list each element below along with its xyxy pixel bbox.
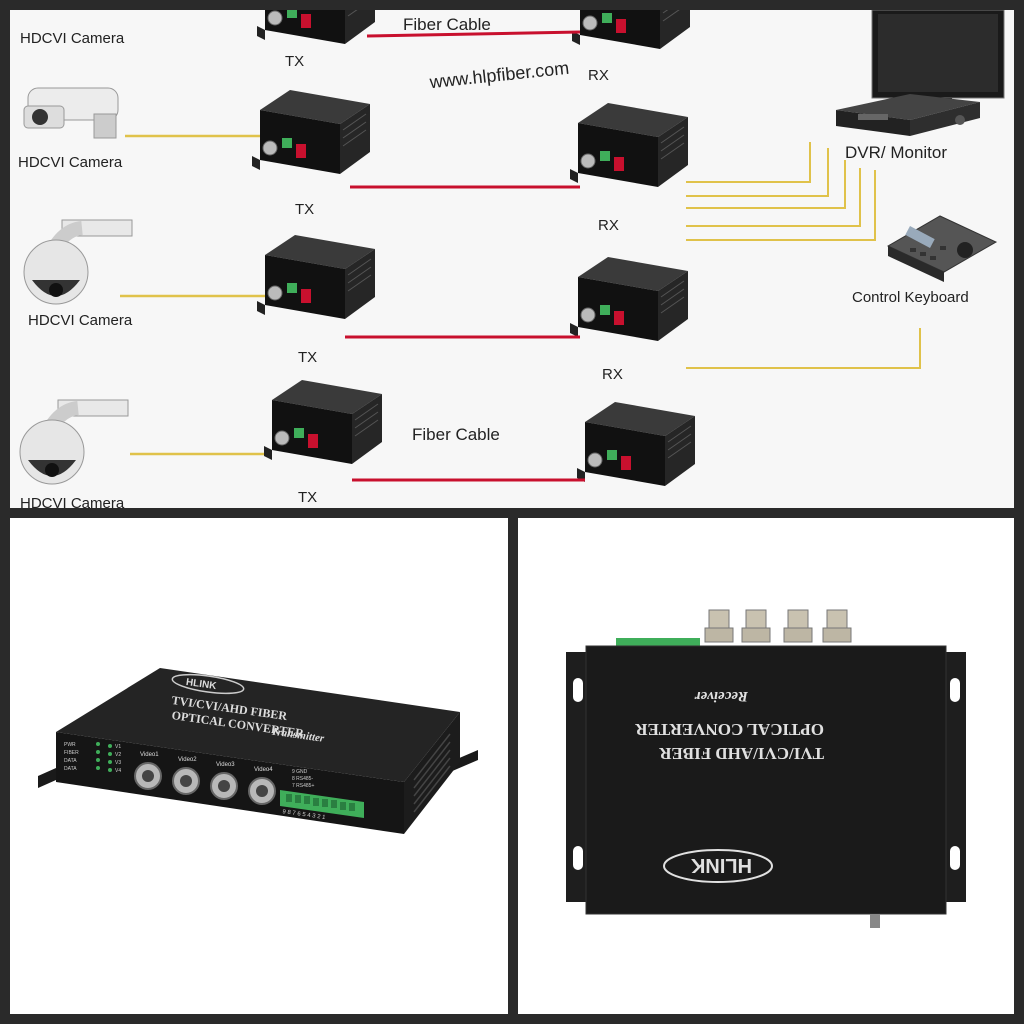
tx-device: [256, 10, 376, 45]
svg-text:Video4: Video4: [254, 767, 273, 773]
svg-text:Video3: Video3: [216, 762, 235, 768]
title-line-2: OPTICAL CONVERTER: [634, 720, 824, 739]
hlink-logo: HLINK: [663, 849, 773, 883]
status-leds: [96, 742, 112, 772]
svg-text:Video2: Video2: [178, 757, 197, 763]
bnc-connector-video2: [172, 767, 200, 795]
row-2: HDCVI Camera TX RX: [18, 87, 689, 234]
tx-label: TX: [295, 201, 314, 218]
control-keyboard-label: Control Keyboard: [852, 289, 969, 306]
rx-device: [569, 102, 689, 188]
tx-device: [263, 379, 383, 465]
svg-text:PWR: PWR: [64, 742, 76, 748]
dome-camera-icon: [20, 400, 128, 484]
control-keyboard-icon: [886, 215, 998, 282]
box-camera-icon: [23, 87, 119, 139]
transmitter-device: HLINK TVI/CVI/AHD FIBER OPTICAL CONVERTE…: [38, 668, 478, 834]
rx-device: [569, 256, 689, 342]
tx-device: [256, 234, 376, 320]
dvr-monitor-label: DVR/ Monitor: [845, 143, 947, 162]
svg-text:Video1: Video1: [140, 752, 159, 758]
transmitter-photo-panel: HLINK TVI/CVI/AHD FIBER OPTICAL CONVERTE…: [10, 518, 508, 1014]
receiver-device: Receiver TVI/CVI/AHD FIBER OPTICAL CONVE…: [566, 609, 966, 928]
svg-text:DATA: DATA: [64, 758, 77, 764]
device-top-face: [56, 668, 460, 782]
camera-label: HDCVI Camera: [20, 30, 125, 47]
system-diagram-panel: www.hlpfiber.com HDCVI Camera Fiber Cabl…: [10, 10, 1014, 508]
rx-label: RX: [588, 67, 609, 84]
camera-label: HDCVI Camera: [28, 312, 133, 329]
terminal-labels: 9 GND 8 RS485- 7 RS485+: [292, 769, 314, 789]
camera-label: HDCVI Camera: [20, 495, 125, 508]
rx-to-dvr-lines: [686, 142, 921, 369]
svg-text:V1: V1: [115, 744, 121, 750]
svg-text:V2: V2: [115, 752, 121, 758]
bnc-connector-video4: [248, 777, 276, 805]
device-top-face: [585, 645, 947, 915]
fiber-cable-label: Fiber Cable: [412, 425, 500, 444]
receiver-photo-panel: Receiver TVI/CVI/AHD FIBER OPTICAL CONVE…: [518, 518, 1014, 1014]
rx-device: [571, 10, 691, 50]
led-labels: PWR FIBER DATA DATA: [64, 742, 79, 772]
bnc-connectors: [704, 609, 852, 643]
watermark: www.hlpfiber.com: [428, 58, 570, 93]
svg-text:V4: V4: [115, 768, 121, 774]
svg-text:HLINK: HLINK: [185, 677, 218, 692]
title-line-1: TVI/CVI/AHD FIBER: [658, 744, 824, 763]
bnc-connector-video1: [134, 762, 162, 790]
svg-text:V3: V3: [115, 760, 121, 766]
rx-label: RX: [598, 217, 619, 234]
tx-label: TX: [285, 53, 304, 70]
svg-text:8 RS485-: 8 RS485-: [292, 776, 313, 782]
channel-led-labels: V1 V2 V3 V4: [115, 744, 121, 774]
system-diagram: www.hlpfiber.com HDCVI Camera Fiber Cabl…: [10, 10, 1005, 508]
svg-text:HLINK: HLINK: [690, 854, 752, 876]
hlink-logo: HLINK: [171, 673, 245, 695]
tx-label: TX: [298, 489, 317, 506]
rx-device: [576, 401, 696, 487]
row-4: HDCVI Camera Fiber Cable TX: [20, 379, 696, 508]
tx-device: [251, 89, 371, 175]
bottom-connector: [870, 914, 880, 928]
role-label: Receiver: [695, 688, 749, 704]
svg-text:9 GND: 9 GND: [292, 769, 308, 775]
bnc-connector-video3: [210, 772, 238, 800]
tx-label: TX: [298, 349, 317, 366]
fiber-cable-label: Fiber Cable: [403, 15, 491, 34]
dvr-monitor-icon: [836, 10, 1005, 136]
dome-camera-icon: [24, 220, 132, 304]
fiber-cable-line: [366, 30, 581, 38]
svg-text:DATA: DATA: [64, 766, 77, 772]
row-1: HDCVI Camera Fiber Cable TX RX: [20, 10, 691, 84]
video-port-labels: Video1 Video2 Video3 Video4: [140, 752, 273, 773]
camera-label: HDCVI Camera: [18, 154, 123, 171]
rx-label: RX: [602, 366, 623, 383]
row-3: HDCVI Camera TX RX: [24, 220, 689, 383]
svg-text:7 RS485+: 7 RS485+: [292, 783, 314, 789]
svg-text:FIBER: FIBER: [64, 750, 79, 756]
